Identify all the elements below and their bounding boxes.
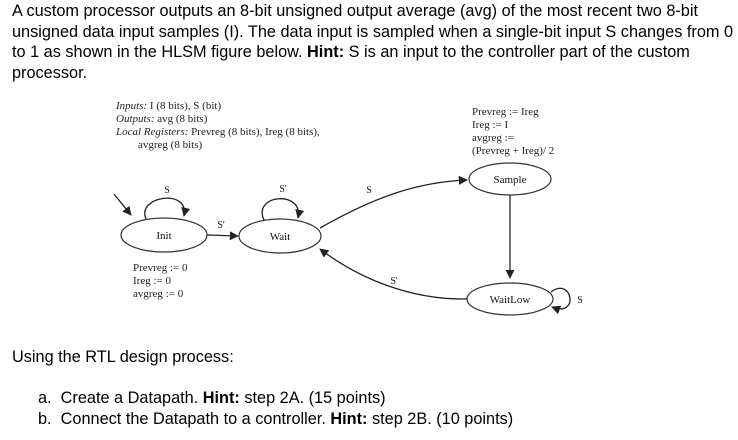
locals-label: Local Registers: bbox=[116, 126, 189, 138]
sample-action: avgreg := bbox=[472, 132, 514, 144]
intro-text-2: S is an input to the controller part of … bbox=[12, 43, 690, 82]
wait-self-label: S' bbox=[279, 184, 287, 195]
waitlow-self-loop bbox=[550, 287, 571, 315]
sample-action: (Prevreg + Ireg)/ 2 bbox=[472, 145, 555, 157]
init-action: Prevreg := 0 bbox=[133, 262, 188, 274]
state-wait bbox=[238, 218, 322, 254]
wait-to-sample-arrow bbox=[319, 175, 468, 229]
init-actions: Prevreg := 0 Ireg := 0 avgreg := 0 bbox=[133, 262, 187, 301]
init-action: Ireg := 0 bbox=[133, 275, 171, 287]
init-to-wait-label: S' bbox=[217, 220, 225, 231]
task-letter: b. bbox=[38, 409, 52, 428]
state-wait-label: Wait bbox=[270, 231, 291, 243]
task-letter: a. bbox=[38, 389, 52, 407]
task-item: a. Create a Datapath. Hint: step 2A. (15… bbox=[38, 388, 513, 409]
task-text-after: step 2A. (15 points) bbox=[239, 389, 386, 407]
locals-value-2: avgreg (8 bits) bbox=[138, 139, 203, 151]
waitlow-to-wait-label: S' bbox=[390, 276, 398, 287]
waitlow-self-label: S bbox=[577, 295, 583, 306]
task-item: b. Connect the Datapath to a controller.… bbox=[38, 409, 513, 430]
waitlow-to-wait-arrow bbox=[319, 248, 468, 300]
init-self-loop bbox=[144, 197, 191, 220]
state-init-label: Init bbox=[156, 230, 171, 242]
intro-text-1: A custom processor outputs an 8-bit unsi… bbox=[12, 2, 734, 61]
outputs-value: avg (8 bits) bbox=[157, 113, 208, 125]
outputs-label: Outputs: bbox=[116, 113, 155, 125]
sample-action: Ireg := I bbox=[472, 119, 509, 131]
hlsm-declarations: Inputs: I (8 bits), S (bit) Outputs: avg… bbox=[116, 100, 320, 152]
task-list: a. Create a Datapath. Hint: step 2A. (15… bbox=[38, 388, 513, 429]
initial-transition-arrow bbox=[113, 193, 132, 216]
rtl-prompt: Using the RTL design process: bbox=[12, 348, 234, 366]
state-waitlow-label: WaitLow bbox=[490, 294, 531, 306]
problem-statement: A custom processor outputs an 8-bit unsi… bbox=[12, 1, 734, 83]
intro-hint-label: Hint: bbox=[307, 43, 345, 61]
init-action: avgreg := 0 bbox=[133, 288, 184, 300]
inputs-label: Inputs: bbox=[116, 100, 148, 112]
task-hint: Hint: bbox=[330, 409, 368, 428]
wait-to-sample-label: S bbox=[366, 185, 372, 196]
state-sample-label: Sample bbox=[494, 174, 527, 186]
wait-self-loop bbox=[261, 198, 305, 221]
task-text: Create a Datapath. bbox=[60, 389, 203, 407]
init-self-label: S bbox=[164, 185, 170, 196]
task-text: Connect the Datapath to a controller. bbox=[60, 409, 331, 428]
sample-action: Prevreg := Ireg bbox=[472, 106, 539, 118]
task-hint: Hint: bbox=[202, 389, 240, 407]
sample-actions: Prevreg := Ireg Ireg := I avgreg := (Pre… bbox=[472, 106, 554, 158]
task-text-after: step 2B. (10 points) bbox=[367, 409, 514, 428]
init-to-wait-arrow bbox=[206, 231, 239, 241]
inputs-value: I (8 bits), S (bit) bbox=[149, 100, 222, 112]
locals-value: Prevreg (8 bits), Ireg (8 bits), bbox=[191, 126, 320, 138]
